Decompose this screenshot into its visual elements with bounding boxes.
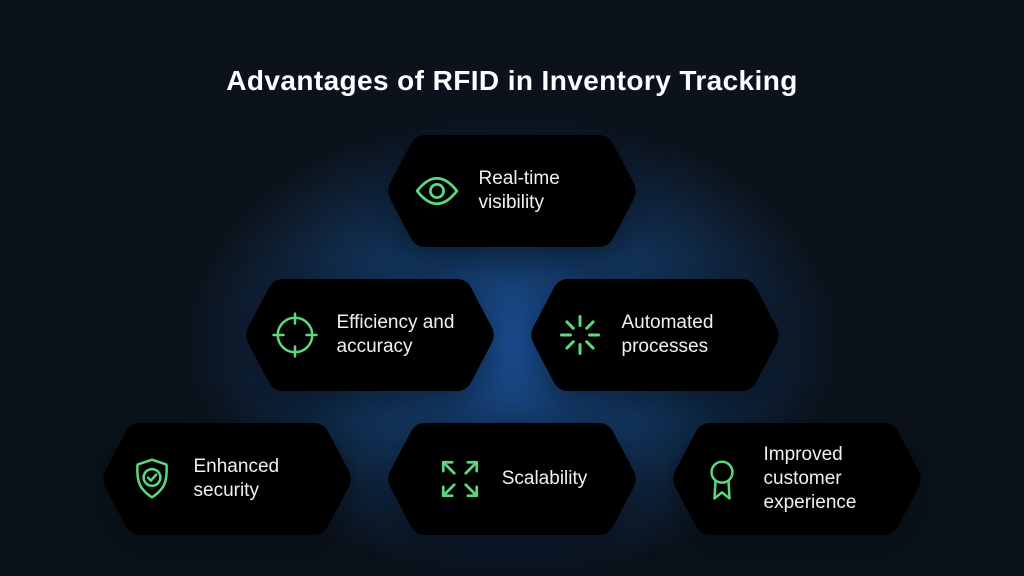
- card-label: Efficiency and accuracy: [336, 312, 455, 357]
- card-improved-customer-experience: Improved customer experience: [669, 420, 925, 538]
- shield-check-icon: [129, 456, 175, 502]
- card-scalability: Scalability: [384, 420, 640, 538]
- card-label: Improved customer experience: [763, 444, 857, 513]
- target-icon: [271, 312, 318, 358]
- award-icon: [699, 456, 745, 502]
- page-title: Advantages of RFID in Inventory Tracking: [226, 64, 798, 96]
- card-enhanced-security: Enhanced security: [99, 420, 355, 538]
- card-label: Scalability: [501, 468, 588, 490]
- card-label: Automated processes: [621, 312, 714, 357]
- eye-icon: [414, 168, 460, 214]
- card-label: Enhanced security: [193, 456, 280, 501]
- spinner-icon: [557, 312, 603, 358]
- card-real-time-visibility: Real-time visibility: [384, 132, 640, 250]
- card-efficiency-accuracy: Efficiency and accuracy: [242, 276, 498, 394]
- card-label: Real-time visibility: [478, 168, 560, 213]
- card-automated-processes: Automated processes: [527, 276, 783, 394]
- expand-arrows-icon: [437, 456, 483, 502]
